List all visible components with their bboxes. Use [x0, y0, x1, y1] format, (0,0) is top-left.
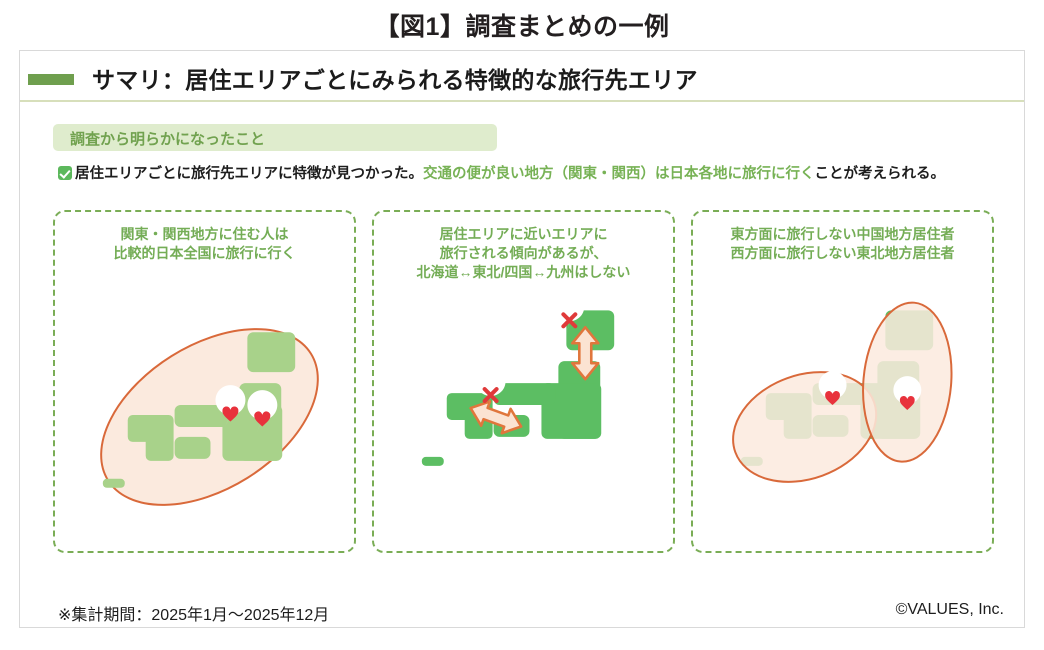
footer-note: ※集計期間：2025年1月〜2025年12月: [58, 607, 330, 624]
bullet-text-plain-1: 居住エリアごとに旅行先エリアに特徴が見つかった。: [75, 166, 423, 182]
x-pin-1: [554, 291, 585, 336]
summary-card: サマリ：居住エリアごとにみられる特徴的な旅行先エリア 調査から明らかになったこと…: [19, 50, 1025, 628]
findings-chip-label: 調査から明らかになったこと: [70, 131, 266, 148]
card-header: サマリ：居住エリアごとにみられる特徴的な旅行先エリア: [20, 51, 1024, 102]
panel-kanto-kansai: 関東・関西地方に住む人は 比較的日本全国に旅行に行く: [53, 210, 356, 553]
x-pin-2: [475, 366, 506, 411]
panel-3-caption-line-2: 西方面に旅行しない東北地方居住者: [730, 245, 955, 261]
footer-copyright: ©VALUES, Inc.: [895, 601, 1004, 618]
header-dash-marker: [28, 74, 74, 85]
panel-2-caption-line-3: 北海道↔東北/四国↔九州はしない: [416, 264, 631, 280]
heart-pin-1: [818, 371, 847, 412]
double-arrow-horizontal: [469, 400, 523, 435]
panel-2-caption-line-1: 居住エリアに近いエリアに: [439, 226, 608, 242]
panel-2-map-figure: [374, 287, 673, 547]
panel-near-area: 居住エリアに近いエリアに 旅行される傾向があるが、 北海道↔東北/四国↔九州はし…: [372, 210, 675, 553]
double-arrow-vertical: [571, 326, 600, 381]
panel-1-caption: 関東・関西地方に住む人は 比較的日本全国に旅行に行く: [55, 225, 354, 263]
panel-1-caption-line-1: 関東・関西地方に住む人は: [120, 226, 289, 242]
findings-bullet: 居住エリアごとに旅行先エリアに特徴が見つかった。交通の便が良い地方（関東・関西）…: [58, 164, 998, 185]
panel-1-caption-line-2: 比較的日本全国に旅行に行く: [113, 245, 296, 261]
panel-2-caption: 居住エリアに近いエリアに 旅行される傾向があるが、 北海道↔東北/四国↔九州はし…: [374, 225, 673, 282]
panel-2-caption-line-2: 旅行される傾向があるが、: [439, 245, 608, 261]
findings-chip: 調査から明らかになったこと: [53, 124, 497, 151]
panel-3-caption-line-1: 東方面に旅行しない中国地方居住者: [730, 226, 955, 242]
bullet-text-highlight: 交通の便が良い地方（関東・関西）は日本各地に旅行に行く: [423, 166, 815, 182]
card-body: 調査から明らかになったこと 居住エリアごとに旅行先エリアに特徴が見つかった。交通…: [20, 102, 1024, 580]
panel-3-caption: 東方面に旅行しない中国地方居住者 西方面に旅行しない東北地方居住者: [693, 225, 992, 263]
summary-heading: サマリ：居住エリアごとにみられる特徴的な旅行先エリア: [92, 67, 698, 93]
heart-pin-2: [893, 376, 922, 417]
panel-1-map-figure: [55, 287, 354, 547]
panel-row: 関東・関西地方に住む人は 比較的日本全国に旅行に行く: [20, 210, 1024, 560]
page-title: 【図1】調査まとめの一例: [374, 13, 670, 41]
heart-pin-1: [215, 385, 246, 428]
bullet-text-plain-2: ことが考えられる。: [814, 166, 946, 182]
panel-3-map-figure: [693, 287, 992, 547]
check-icon: [58, 166, 72, 180]
panel-chugoku-tohoku: 東方面に旅行しない中国地方居住者 西方面に旅行しない東北地方居住者: [691, 210, 994, 553]
heart-pin-2: [247, 390, 278, 433]
